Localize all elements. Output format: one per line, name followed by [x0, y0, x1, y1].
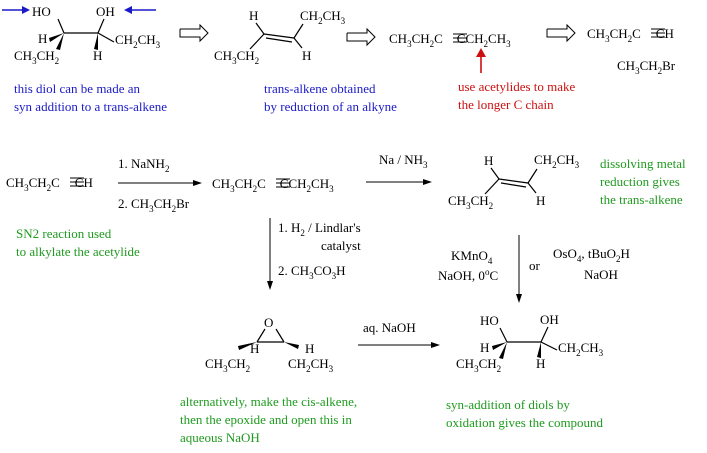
dissolving-note-2: reduction gives	[600, 174, 680, 189]
retro-arrow-2	[346, 27, 376, 47]
lindlar-tail-label: / Lindlar's	[305, 220, 361, 235]
svg-text:CH2CH3: CH2CH3	[288, 356, 334, 374]
svg-text:NaOH, 0oC: NaOH, 0oC	[438, 267, 498, 283]
svg-text:CH3CH2Br: CH3CH2Br	[617, 58, 676, 76]
catalyst-label: catalyst	[321, 238, 361, 253]
retro-arrow-1	[179, 23, 209, 43]
epoxide-h-left: H	[250, 341, 259, 356]
dissolving-note-3: the trans-alkene	[600, 192, 683, 207]
svg-text:KMnO4: KMnO4	[451, 248, 493, 266]
or-label: or	[529, 258, 541, 273]
trans-h-top: H	[249, 8, 258, 23]
aq-naoh-label: aq. NaOH	[363, 320, 416, 335]
acetylide-note-2: the longer C chain	[458, 97, 554, 112]
svg-text:CH3CH2: CH3CH2	[214, 48, 259, 66]
mid-trans-h-top: H	[484, 153, 493, 168]
diol-h-left: H	[38, 31, 47, 46]
diol-note-2: syn addition to a trans-alkene	[14, 99, 167, 114]
trans-alkene-mid: H CH2CH3 H CH3CH2	[448, 152, 580, 211]
syn-note-2: oxidation gives the compound	[446, 415, 604, 430]
svg-text:CH3CH2: CH3CH2	[448, 193, 493, 211]
svg-text:CH2CH3: CH2CH3	[534, 152, 580, 170]
product-oh-label: OH	[540, 312, 559, 327]
h2-step-label: 1. H	[278, 220, 300, 235]
target-diol: HO OH H H CH2CH3 CH3CH2	[2, 4, 161, 66]
epoxide-o-label: O	[264, 315, 273, 330]
syn-note-1: syn-addition of diols by	[446, 397, 570, 412]
svg-text:OsO4, tBuO2H: OsO4, tBuO2H	[553, 246, 630, 264]
diol-h-right: H	[93, 48, 102, 63]
diol-oh-label: OH	[96, 4, 115, 19]
alternative-note-2: then the epoxide and open this in	[180, 412, 352, 427]
product-diol: HO OH H H CH2CH3 CH3CH2	[456, 312, 604, 374]
svg-text:CH3CH2: CH3CH2	[14, 48, 59, 66]
epoxide-opening-arrow: aq. NaOH	[358, 320, 440, 348]
mid-trans-h-bottom: H	[536, 193, 545, 208]
svg-text:CH3CH2: CH3CH2	[205, 356, 250, 374]
svg-text:CH2CH3: CH2CH3	[115, 32, 161, 50]
svg-text:CH2CH3: CH2CH3	[558, 340, 604, 358]
svg-text:1. H2 / Lindlar's: 1. H2 / Lindlar's	[278, 220, 361, 238]
peracid-step-label: 2. CH	[278, 263, 309, 278]
svg-text:1. NaNH2: 1. NaNH2	[118, 156, 169, 174]
product-h-left: H	[480, 340, 489, 355]
svg-text:2. CH3CO3H: 2. CH3CO3H	[278, 263, 346, 281]
naoh-cold-label: NaOH, 0	[438, 268, 485, 283]
dissolving-note-1: dissolving metal	[600, 156, 686, 171]
kmno4-label: KMnO	[451, 248, 488, 263]
reduction-note-2: by reduction of an alkyne	[264, 99, 397, 114]
tbuo2h-label: , tBuO	[581, 246, 616, 261]
product-h-right: H	[536, 356, 545, 371]
diol-note-1: this diol can be made an	[14, 81, 140, 96]
sn2-note-1: SN2 reaction used	[16, 226, 112, 241]
etbr-step-label: 2. CH	[118, 196, 149, 211]
epoxide-h-right: H	[305, 341, 314, 356]
alternative-note-3: aqueous NaOH	[180, 430, 260, 445]
svg-text:CH2CH3: CH2CH3	[300, 8, 346, 26]
na-nh3-label: Na / NH	[379, 152, 423, 167]
nh2-step-label: 1. NaNH	[118, 156, 165, 171]
alternative-note-1: alternatively, make the cis-alkene,	[180, 394, 357, 409]
trans-alkene-top: H CH2CH3 H CH3CH2	[214, 8, 346, 66]
svg-text:CH3CH2: CH3CH2	[456, 356, 501, 374]
diol-ho-label: HO	[32, 4, 51, 19]
oso4-label: OsO	[553, 246, 577, 261]
cis-epoxide: O H H CH3CH2 CH2CH3	[205, 315, 334, 374]
sn2-note-2: to alkylate the acetylide	[16, 244, 140, 259]
svg-text:2. CH3CH2Br: 2. CH3CH2Br	[118, 196, 190, 214]
acetylide-note-1: use acetylides to make	[458, 79, 576, 94]
naoh-label: NaOH	[584, 267, 618, 282]
oxidation-arrow: KMnO4 NaOH, 0oC or OsO4, tBuO2H NaOH	[438, 235, 630, 303]
lindlar-arrow: 1. H2 / Lindlar's catalyst 2. CH3CO3H	[267, 218, 361, 290]
product-ho-label: HO	[480, 313, 499, 328]
reduction-note-1: trans-alkene obtained	[264, 81, 376, 96]
alkylation-arrow: 1. NaNH2 2. CH3CH2Br	[118, 156, 202, 214]
trans-h-bottom: H	[302, 48, 311, 63]
svg-text:Na / NH3: Na / NH3	[379, 152, 428, 170]
retro-arrow-3	[546, 23, 576, 43]
dissolving-metal-arrow: Na / NH3	[366, 152, 432, 185]
